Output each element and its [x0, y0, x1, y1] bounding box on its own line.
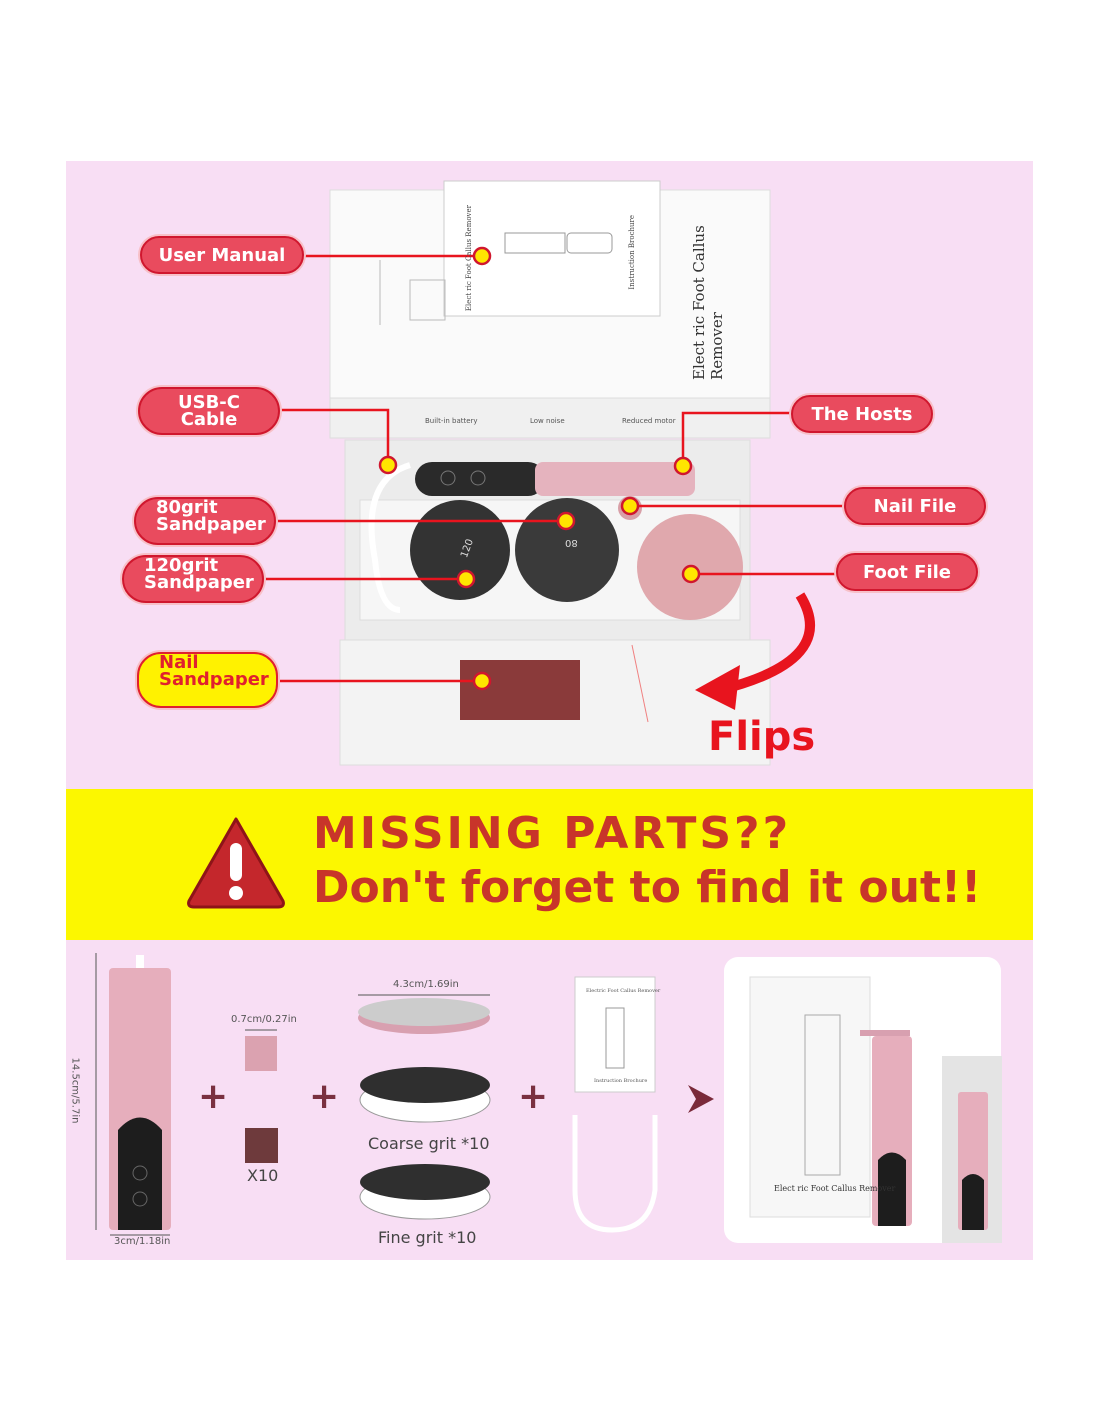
callout-text: Nail File [873, 495, 957, 517]
plus-sign: + [518, 1076, 549, 1117]
callout-text: Cable [180, 409, 238, 430]
callout-text: Sandpaper [156, 514, 266, 535]
plus-sign: + [309, 1076, 340, 1117]
callout-text: The Hosts [811, 403, 913, 425]
sleeve-size-dimension: 0.7cm/0.27in [231, 1014, 297, 1025]
host-height-dimension: 14.5cm/5.7in [69, 1057, 81, 1124]
host-width-dimension: 3cm/1.18in [114, 1236, 171, 1247]
callout-the-hosts: The Hosts [791, 395, 933, 433]
feature-battery: Built-in battery [425, 417, 478, 425]
fine-grit-label: Fine grit *10 [378, 1228, 477, 1247]
feature-motor: Reduced motor [622, 417, 676, 425]
coarse-grit-label: Coarse grit *10 [368, 1134, 490, 1153]
callout-text: 120grit [144, 555, 219, 576]
callout-text: User Manual [158, 244, 286, 266]
disc-size-dimension: 4.3cm/1.69in [393, 979, 459, 990]
manual-subtitle: Instruction Brochure [594, 1078, 648, 1084]
callout-foot-file: Foot File [836, 553, 978, 591]
plus-sign: + [198, 1076, 229, 1117]
callout-user-manual: User Manual [140, 236, 304, 274]
package-label: Elect ric Foot Callus Remover [774, 1184, 896, 1193]
warning-line-1: MISSING PARTS?? [313, 808, 792, 859]
manual-title: Electric Foot Callus Remover [586, 988, 661, 994]
callout-nail-file: Nail File [844, 487, 986, 525]
callout-text: Sandpaper [144, 572, 254, 593]
sleeve-count: X10 [247, 1166, 279, 1185]
callout-text: 80grit [156, 497, 218, 518]
warning-icon [187, 817, 285, 909]
feature-noise: Low noise [530, 417, 565, 425]
callout-text: Foot File [862, 561, 951, 583]
callout-text: USB-C [178, 392, 240, 413]
warning-line-2: Don't forget to find it out!! [313, 862, 982, 913]
callout-text: Nail [159, 652, 199, 673]
flips-label: Flips [708, 714, 816, 760]
callout-text: Sandpaper [159, 669, 269, 690]
